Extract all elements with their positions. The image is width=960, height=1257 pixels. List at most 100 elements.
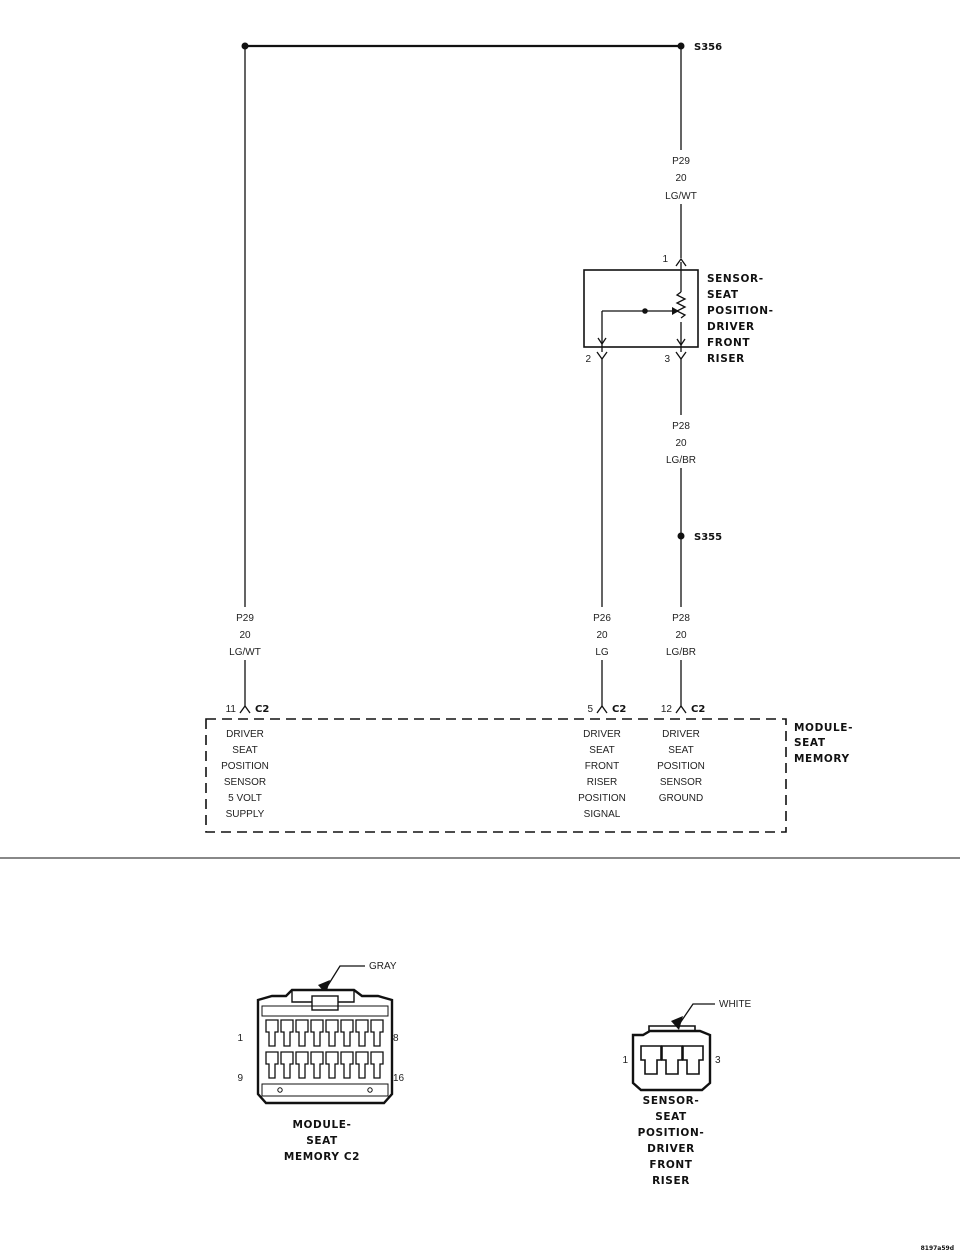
sensor-label-4: DRIVER [707, 321, 755, 333]
sensor-connector-view[interactable]: WHITE 1 3 SENSOR- SEAT POSITION- DRIVER … [622, 999, 751, 1187]
wire-top-right-color: LG/WT [665, 191, 697, 202]
sensor-caption-2: SEAT [655, 1111, 687, 1123]
module-c2-cavity [280, 1051, 294, 1079]
wire-top-right-gauge: 20 [675, 173, 687, 184]
wire-left-circuit: P29 [236, 613, 254, 624]
module-c2-cavity [355, 1051, 369, 1079]
svg-text:SEAT: SEAT [668, 745, 693, 756]
svg-text:POSITION: POSITION [657, 761, 705, 772]
svg-text:POSITION: POSITION [578, 793, 626, 804]
svg-text:DRIVER: DRIVER [662, 729, 700, 740]
svg-text:SEAT: SEAT [232, 745, 257, 756]
wire-center-color: LG [595, 647, 609, 658]
splice-s355-label: S355 [694, 532, 722, 543]
wire-right-gauge: 20 [675, 630, 687, 641]
module-label-1: MODULE- [794, 722, 853, 734]
svg-text:RISER: RISER [587, 777, 618, 788]
wire-mid-right-color: LG/BR [666, 455, 696, 466]
sensor-pin-2: 2 [585, 354, 591, 365]
wire-left-gauge: 20 [239, 630, 251, 641]
svg-text:5 VOLT: 5 VOLT [228, 793, 262, 804]
svg-text:SEAT: SEAT [589, 745, 614, 756]
svg-text:SENSOR: SENSOR [224, 777, 266, 788]
footer-code: 8197a59d [921, 1245, 954, 1252]
sensor-label-2: SEAT [707, 289, 739, 301]
module-c2-caption-1: MODULE- [292, 1119, 351, 1131]
module-c2-cavities [265, 1019, 384, 1079]
wire-left[interactable]: P29 20 LG/WT [229, 46, 261, 706]
sensor-cavities [640, 1045, 704, 1075]
wire-center-gauge: 20 [596, 630, 608, 641]
module-c2-pin-1: 1 [237, 1033, 243, 1044]
module-c2-cavity [295, 1051, 309, 1079]
module-connector-center: C2 [612, 704, 626, 715]
wire-top-right-circuit: P29 [672, 156, 690, 167]
wire-top-right[interactable]: P29 20 LG/WT [665, 46, 697, 258]
module-label-2: SEAT [794, 737, 826, 749]
module-function-left: DRIVER SEAT POSITION SENSOR 5 VOLT SUPPL… [221, 729, 269, 820]
module-c2-caption-3: MEMORY C2 [284, 1151, 360, 1163]
module-c2-cavity [325, 1019, 339, 1047]
module-function-center: DRIVER SEAT FRONT RISER POSITION SIGNAL [578, 729, 626, 820]
module-c2-cavity [340, 1051, 354, 1079]
svg-text:DRIVER: DRIVER [226, 729, 264, 740]
module-c2-cavity [370, 1051, 384, 1079]
module-c2-pin-9: 9 [237, 1073, 243, 1084]
sensor-connector-pin-1: 1 [622, 1055, 628, 1066]
module-c2-cavity [265, 1051, 279, 1079]
sensor-caption-1: SENSOR- [643, 1095, 700, 1107]
wire-right-color: LG/BR [666, 647, 696, 658]
sensor-pin-1: 1 [662, 254, 668, 265]
sensor-label-6: RISER [707, 353, 745, 365]
module-c2-cavity [355, 1019, 369, 1047]
seat-position-sensor[interactable]: 1 2 3 SENSOR- SEAT POSITION- DRIVER FRON… [583, 254, 774, 365]
svg-text:POSITION: POSITION [221, 761, 269, 772]
wire-center[interactable]: P26 20 LG [593, 359, 611, 706]
module-c2-color: GRAY [369, 961, 397, 972]
sensor-caption-5: FRONT [649, 1159, 692, 1171]
splice-s356: S356 [241, 42, 722, 53]
wire-left-color: LG/WT [229, 647, 261, 658]
wire-mid-right-gauge: 20 [675, 438, 687, 449]
module-c2-pin-16: 16 [393, 1073, 405, 1084]
wire-right[interactable]: P28 20 LG/BR [666, 536, 696, 706]
module-connector-right: C2 [691, 704, 705, 715]
module-c2-pin-8: 8 [393, 1033, 399, 1044]
svg-text:GROUND: GROUND [659, 793, 703, 804]
splice-s356-label: S356 [694, 42, 722, 53]
sensor-connector-pin-3: 3 [715, 1055, 721, 1066]
sensor-label-3: POSITION- [707, 305, 774, 317]
wire-mid-right[interactable]: P28 20 LG/BR [666, 359, 696, 536]
module-c2-connector-view[interactable]: GRAY 1 8 9 16 MODULE- SEAT MEMORY C2 [237, 961, 404, 1163]
svg-text:SENSOR: SENSOR [660, 777, 702, 788]
sensor-caption-3: POSITION- [638, 1127, 705, 1139]
wire-center-circuit: P26 [593, 613, 611, 624]
module-c2-cavity [370, 1019, 384, 1047]
svg-text:SUPPLY: SUPPLY [226, 809, 265, 820]
sensor-pin-3: 3 [664, 354, 670, 365]
module-c2-cavity [310, 1051, 324, 1079]
splice-s355: S355 [677, 532, 722, 543]
module-label-3: MEMORY [794, 753, 850, 765]
module-c2-cavity [340, 1019, 354, 1047]
seat-memory-module[interactable]: MODULE- SEAT MEMORY DRIVER SEAT POSITION… [205, 718, 853, 833]
module-connector-left: C2 [255, 704, 269, 715]
module-c2-caption-2: SEAT [306, 1135, 338, 1147]
module-pin-left: 11 [226, 704, 237, 715]
svg-text:SIGNAL: SIGNAL [584, 809, 621, 820]
sensor-label-5: FRONT [707, 337, 750, 349]
module-connector-c2[interactable]: 11 C2 5 C2 12 C2 [226, 704, 706, 715]
module-pin-right: 12 [661, 704, 673, 715]
wire-mid-right-circuit: P28 [672, 421, 690, 432]
sensor-caption-6: RISER [652, 1175, 690, 1187]
module-c2-cavity [325, 1051, 339, 1079]
module-c2-cavity [280, 1019, 294, 1047]
module-pin-center: 5 [587, 704, 593, 715]
svg-text:FRONT: FRONT [585, 761, 619, 772]
wire-right-circuit: P28 [672, 613, 690, 624]
module-c2-cavity [295, 1019, 309, 1047]
sensor-connector-color: WHITE [719, 999, 752, 1010]
svg-text:DRIVER: DRIVER [583, 729, 621, 740]
module-c2-cavity [265, 1019, 279, 1047]
